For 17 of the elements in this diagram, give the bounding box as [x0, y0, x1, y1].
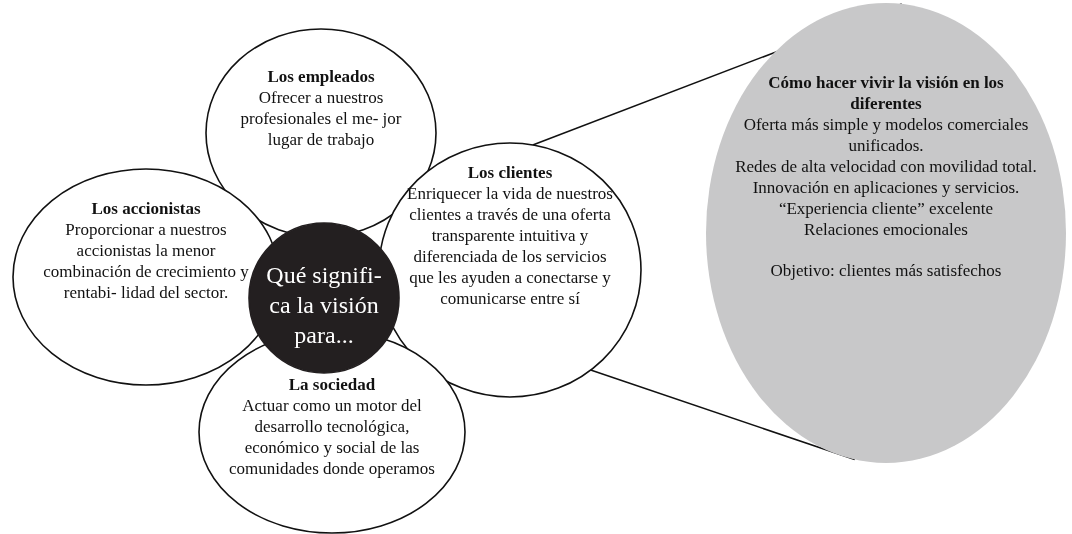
ellipse-text: Innovación en aplicaciones y servicios.	[751, 177, 1021, 198]
ellipse-heading: La sociedad	[287, 374, 377, 395]
connector-line	[589, 369, 856, 461]
ellipse-text: “Experiencia cliente” excelente	[777, 198, 995, 219]
ellipse-heading: Cómo hacer vivir la visión en los diferentes	[767, 72, 1005, 114]
ellipse-text: Relaciones emocionales	[803, 219, 969, 240]
ellipse-text: Ofrecer a nuestros profesionales el me- jor lugar de trabajo	[239, 87, 403, 150]
ellipse-text: Redes de alta velocidad con movilidad total.	[735, 156, 1037, 177]
ellipse-heading: Los clientes	[466, 162, 554, 183]
ellipse-text: Oferta más simple y modelos comerciales unificados.	[742, 114, 1030, 156]
ellipse-text: Actuar como un motor del desarrollo tecnológica, económico y social de las comunidades donde operamos	[228, 395, 436, 479]
ellipse-heading: Los empleados	[266, 66, 376, 87]
ellipse-text: Enriquecer la vida de nuestros clientes a través de una oferta transparente intuitiva y diferenciada de los servicios que les ayuden a conectarse y comunicarse entre sí	[406, 183, 614, 309]
ellipse-heading: Los accionistas	[90, 198, 202, 219]
ellipse-text: Objetivo: clientes más satisfechos	[769, 260, 1003, 281]
center-text: Qué signifi- ca la visión para...	[265, 261, 383, 350]
ellipse-text: Proporcionar a nuestros accionistas la menor combinación de crecimiento y rentabi- lidad del sector.	[42, 219, 250, 303]
